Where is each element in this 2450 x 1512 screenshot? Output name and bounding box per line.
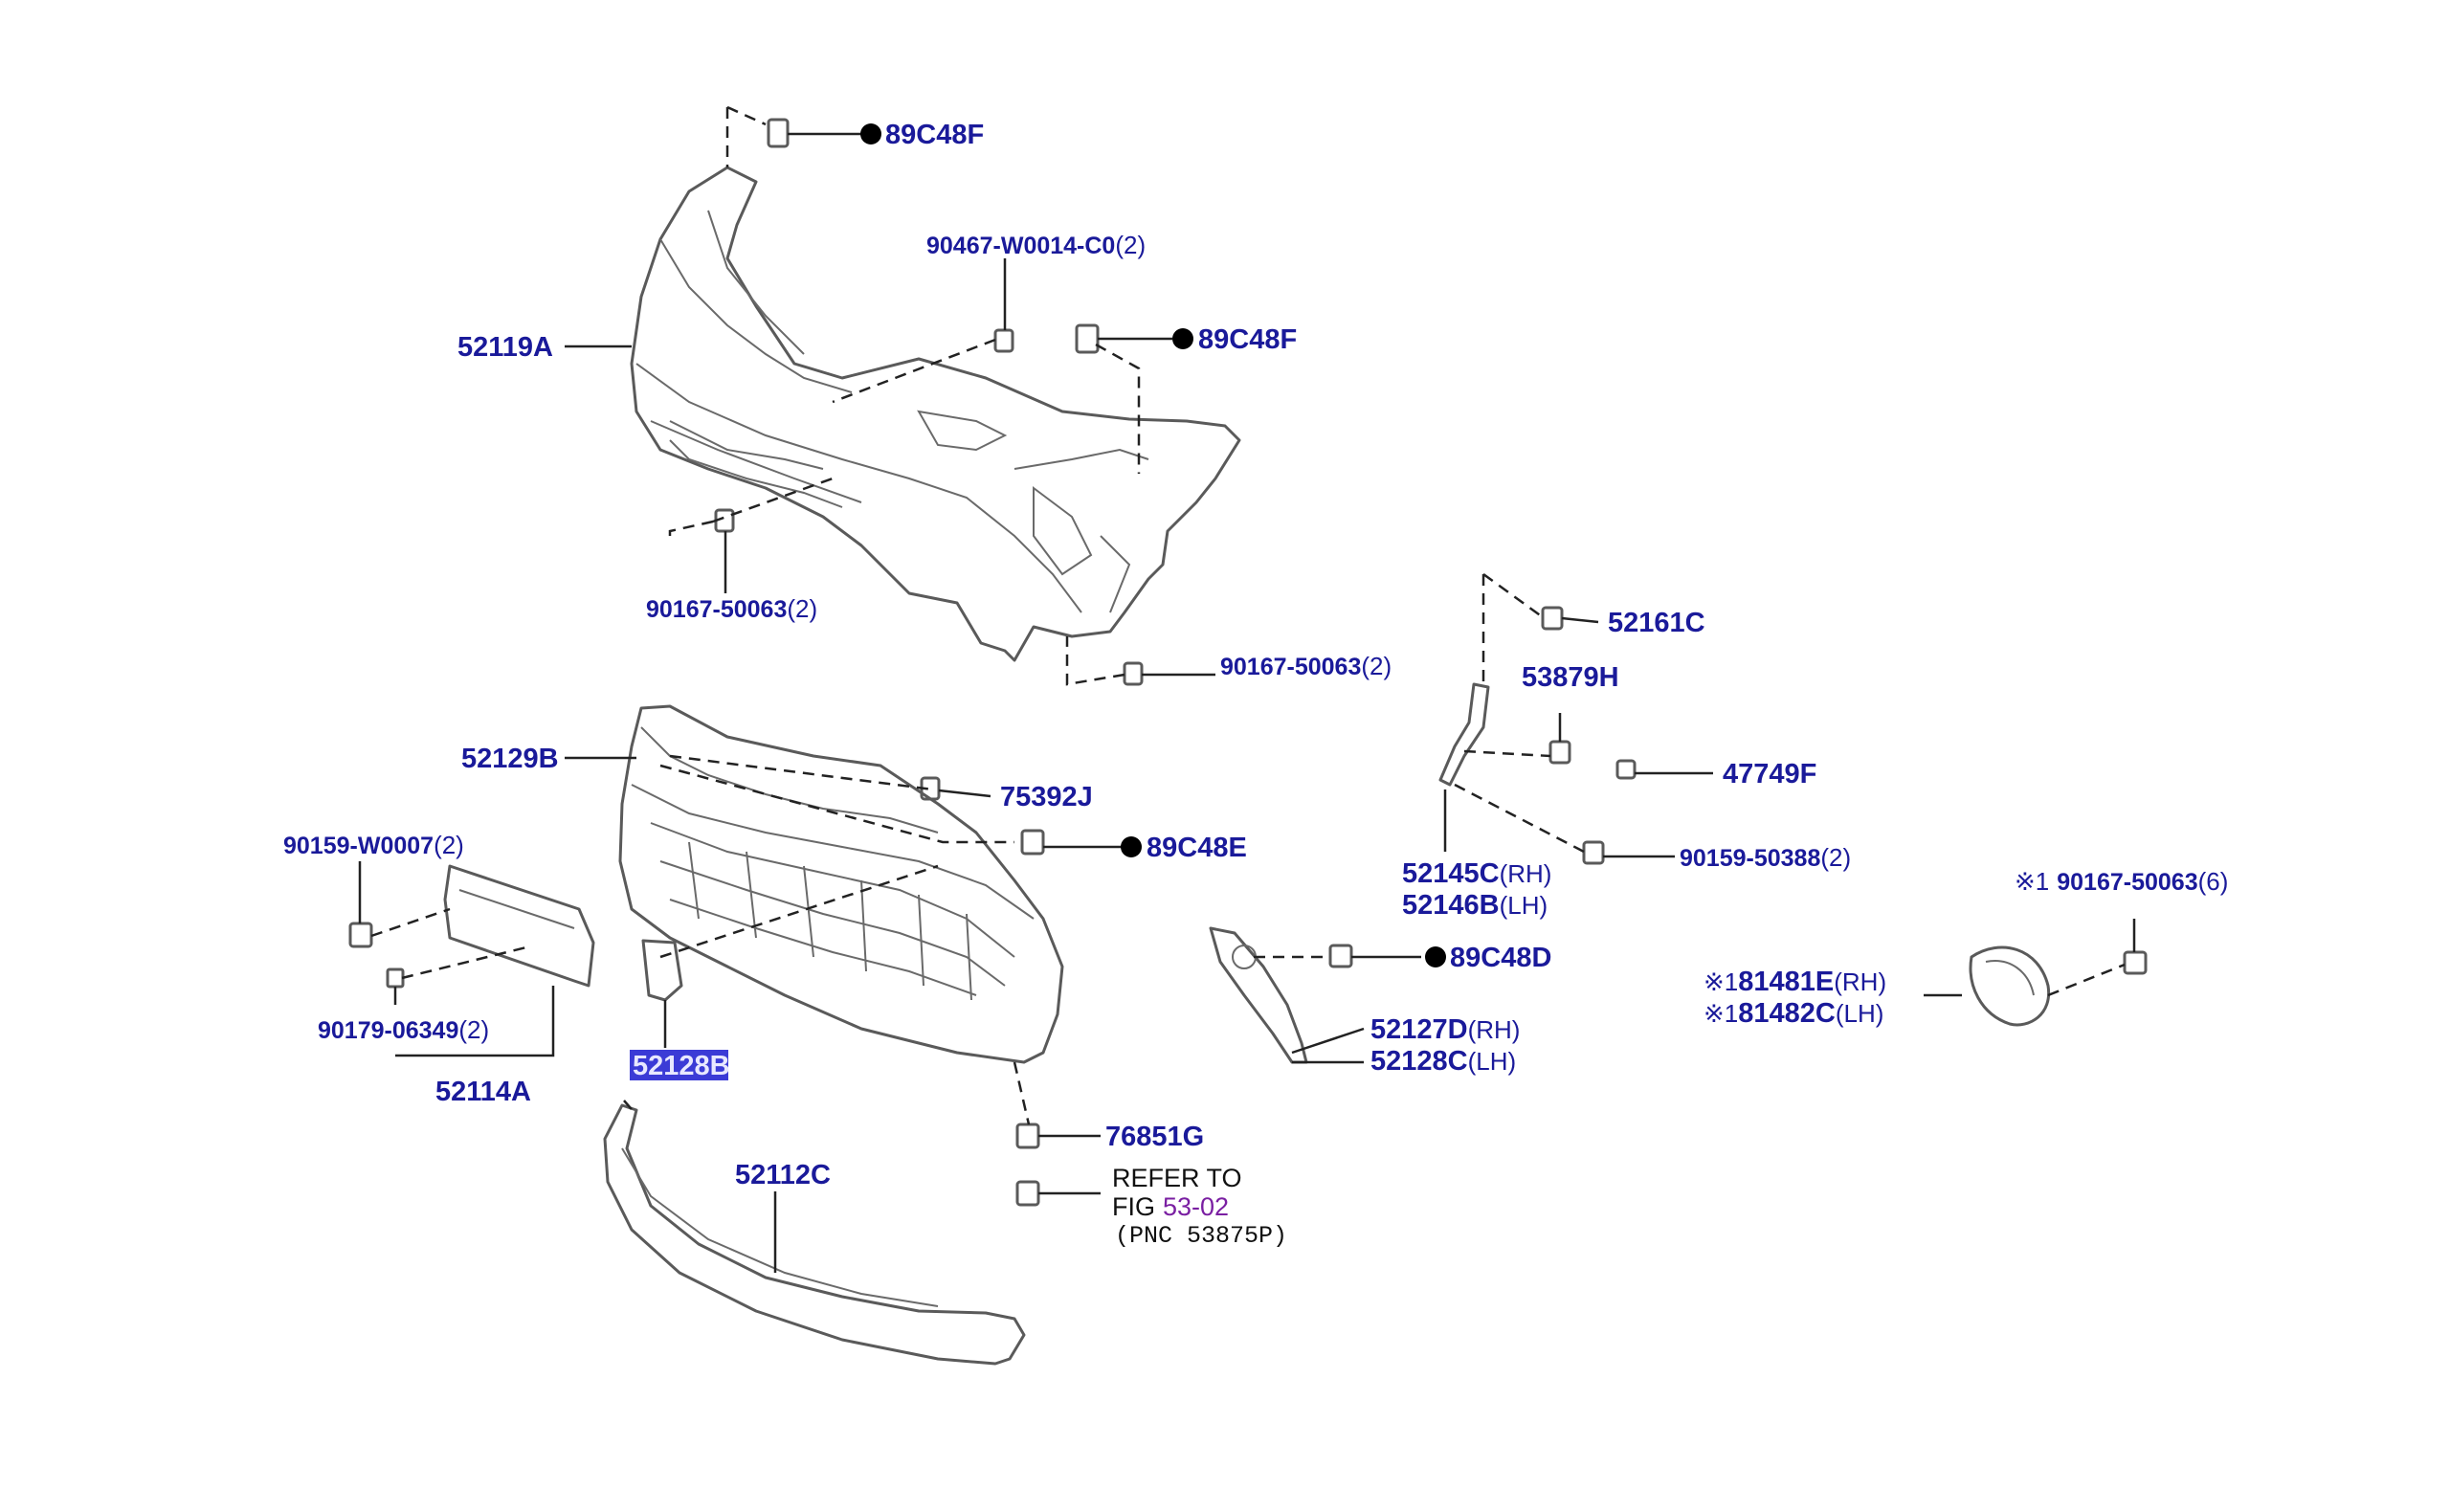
label-89C48E[interactable]: 89C48E <box>1147 833 1247 863</box>
part-labels: 89C48F 90467-W0014-C0(2) 89C48F 52119A 9… <box>283 120 2228 1250</box>
label-52114A[interactable]: 52114A <box>435 1077 531 1107</box>
label-81482C[interactable]: ※181482C(LH) <box>1704 998 1883 1029</box>
refer-note-pnc: (PNC 53875P) <box>1115 1222 1287 1250</box>
label-89C48F-mid[interactable]: 89C48F <box>1198 324 1297 355</box>
fig-link[interactable]: 53-02 <box>1163 1192 1229 1221</box>
label-90159-W0007[interactable]: 90159-W0007(2) <box>283 831 464 859</box>
label-90179-06349[interactable]: 90179-06349(2) <box>318 1015 489 1044</box>
label-90467-W0014-C0[interactable]: 90467-W0014-C0(2) <box>926 231 1146 259</box>
label-52112C[interactable]: 52112C <box>735 1160 831 1190</box>
side-bracket-52127D-drawing <box>1209 926 1308 1064</box>
bumper-cover-drawing <box>630 166 1241 662</box>
label-89C48D[interactable]: 89C48D <box>1450 943 1551 973</box>
label-52128B-highlight <box>630 1050 728 1080</box>
label-53879H[interactable]: 53879H <box>1522 662 1619 693</box>
label-52161C[interactable]: 52161C <box>1608 608 1705 638</box>
cover-81481E-drawing <box>1969 945 2051 1027</box>
assembly-dashed-lines <box>370 105 2126 1125</box>
label-89C48F-top[interactable]: 89C48F <box>885 120 984 150</box>
label-52128C[interactable]: 52128C(LH) <box>1370 1046 1516 1077</box>
label-76851G[interactable]: 76851G <box>1105 1122 1204 1152</box>
cap-52128B-drawing <box>641 939 683 1002</box>
label-90167-50063-b[interactable]: 90167-50063(2) <box>1220 652 1392 680</box>
label-47749F[interactable]: 47749F <box>1723 759 1816 789</box>
spoiler-drawing <box>603 1103 1026 1366</box>
bullets <box>860 123 1446 967</box>
label-52127D[interactable]: 52127D(RH) <box>1370 1014 1520 1045</box>
label-75392J[interactable]: 75392J <box>1000 782 1093 812</box>
refer-note-line1: REFER TO <box>1112 1164 1242 1192</box>
label-52145C[interactable]: 52145C(RH) <box>1402 858 1551 889</box>
leader-lines <box>358 132 2136 1273</box>
license-bracket-drawing <box>443 864 595 988</box>
label-81481E[interactable]: ※181481E(RH) <box>1704 967 1886 997</box>
label-52129B[interactable]: 52129B <box>461 744 559 774</box>
label-52146B[interactable]: 52146B(LH) <box>1402 890 1548 921</box>
lower-grille-drawing <box>618 704 1064 1064</box>
label-90159-50388[interactable]: 90159-50388(2) <box>1680 843 1851 872</box>
label-52119A[interactable]: 52119A <box>457 332 553 363</box>
label-52128B[interactable]: 52128B <box>633 1051 730 1081</box>
retainer-52145C-drawing <box>1438 682 1490 787</box>
label-90167-50063-a[interactable]: 90167-50063(2) <box>646 594 817 623</box>
